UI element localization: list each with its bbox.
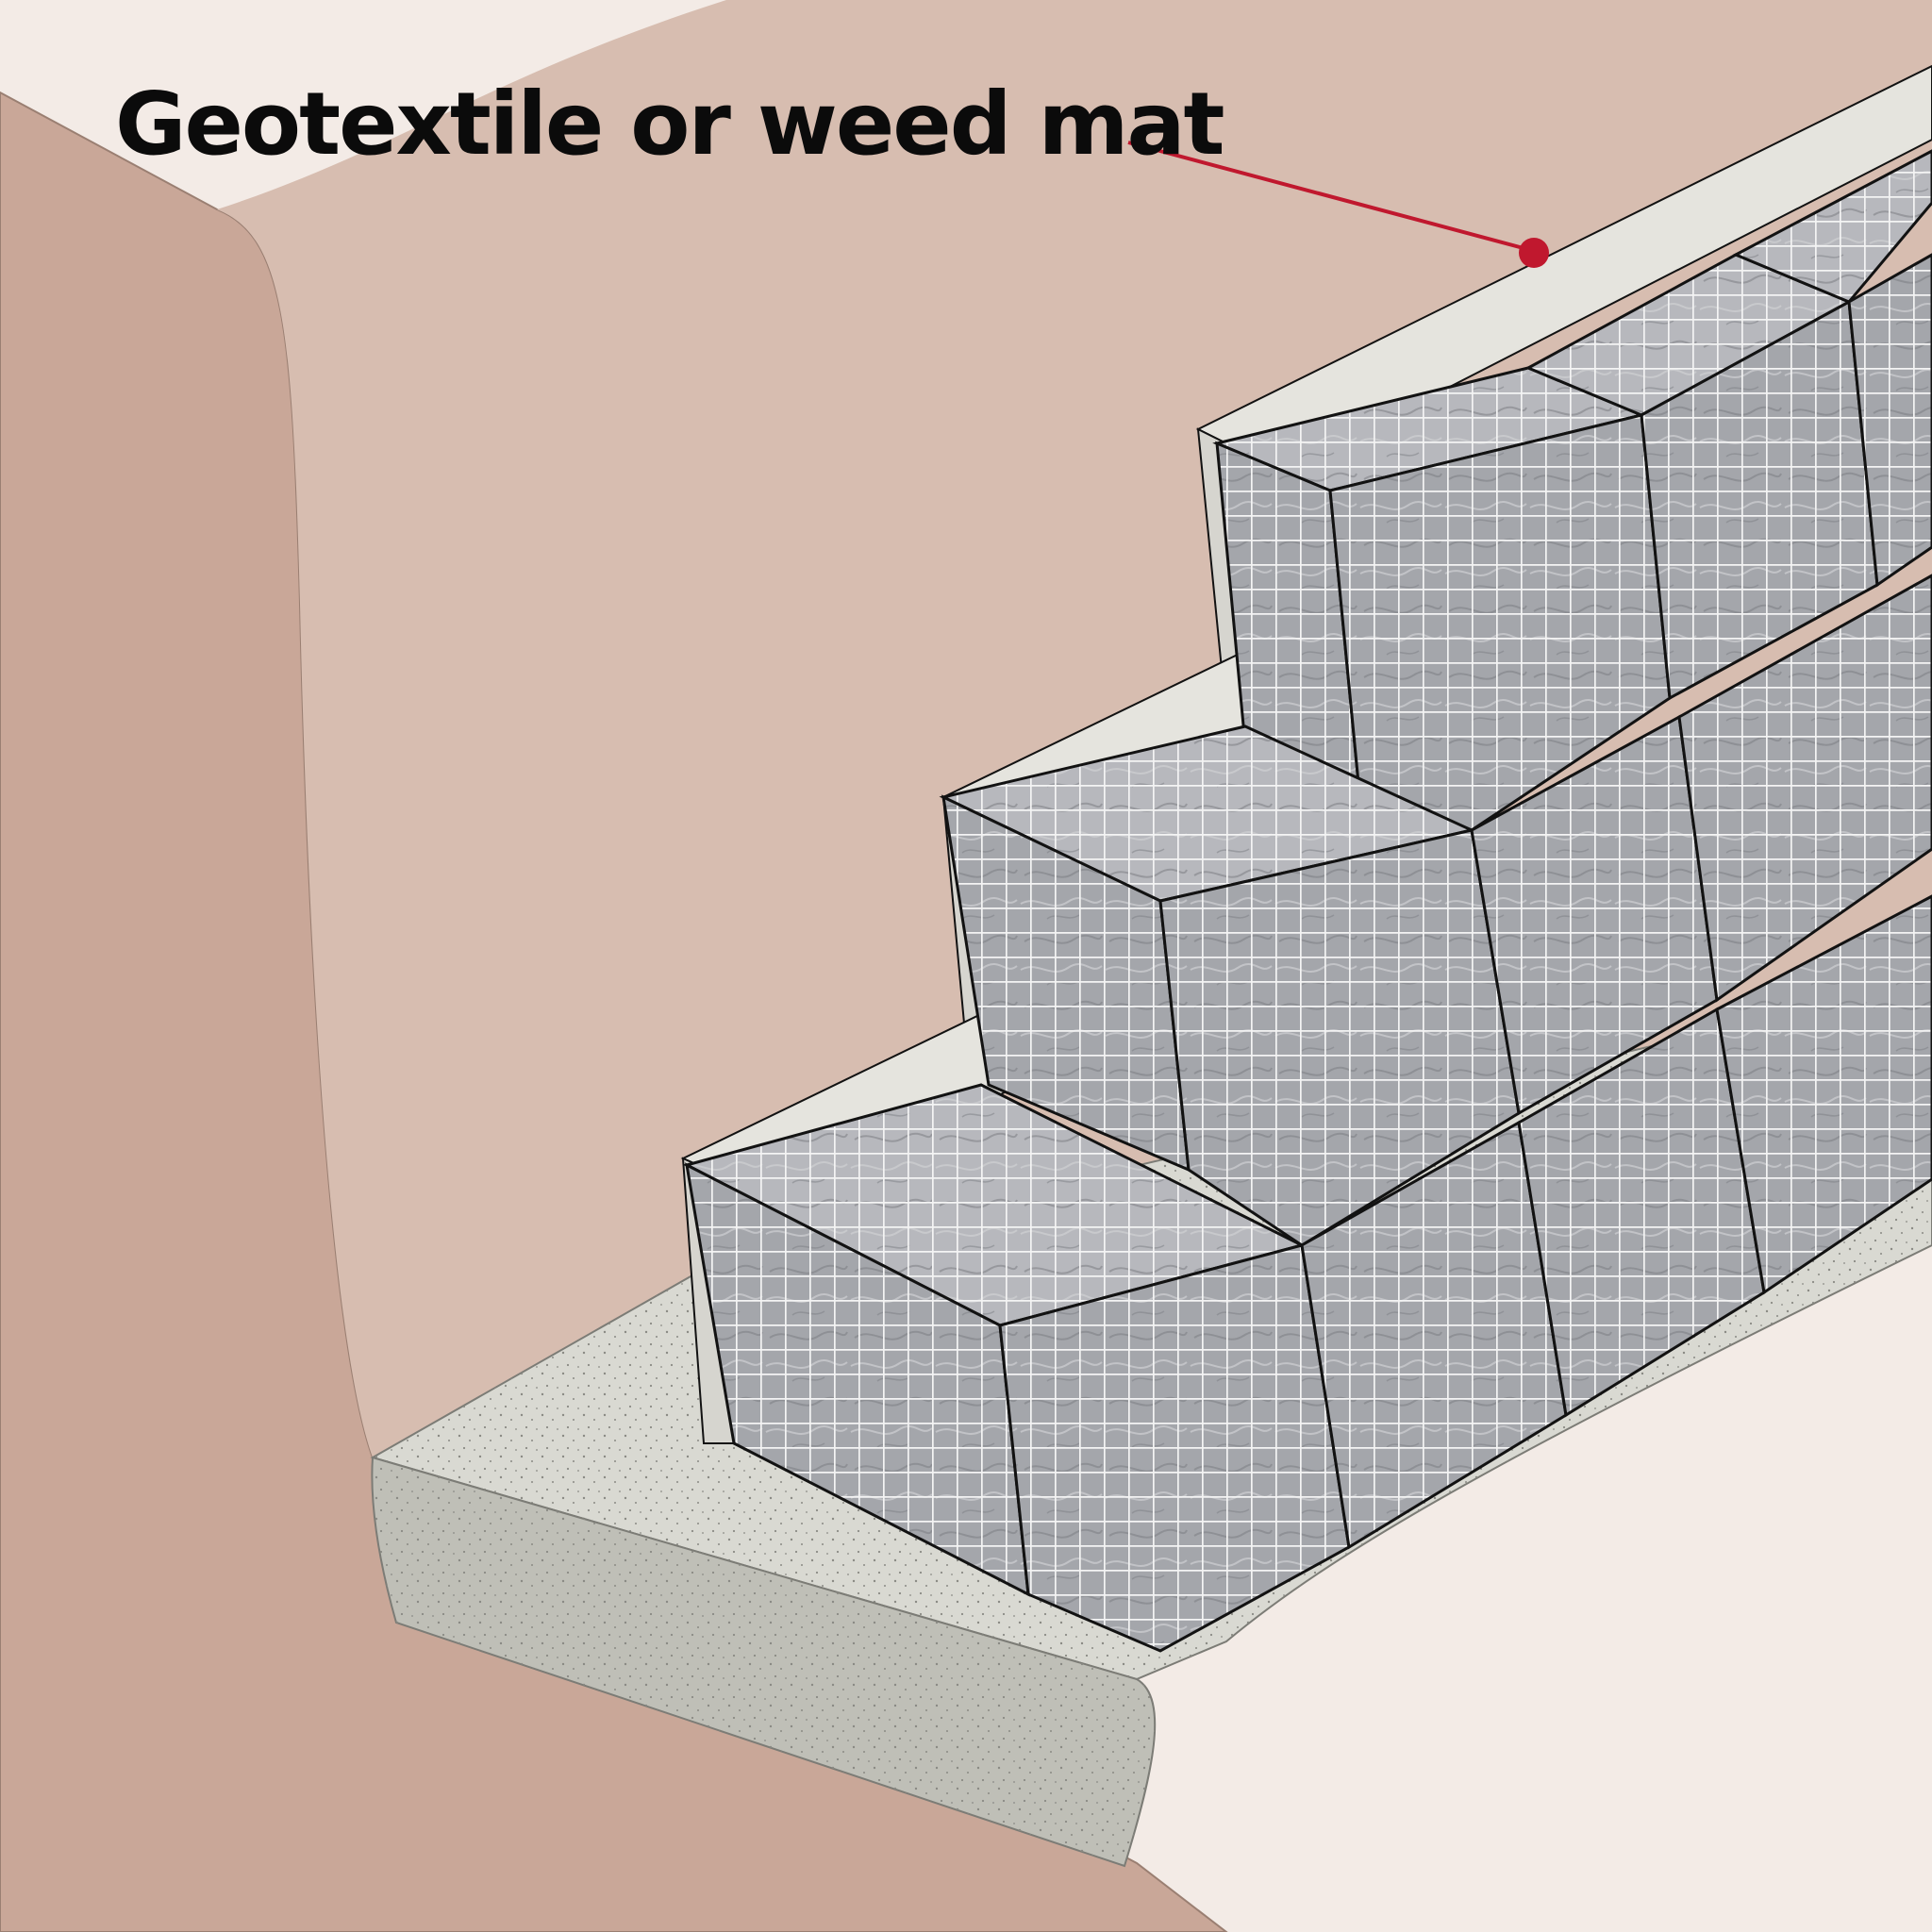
callout-marker-dot <box>1519 238 1549 268</box>
geotextile-callout-label: Geotextile or weed mat <box>115 74 1224 175</box>
